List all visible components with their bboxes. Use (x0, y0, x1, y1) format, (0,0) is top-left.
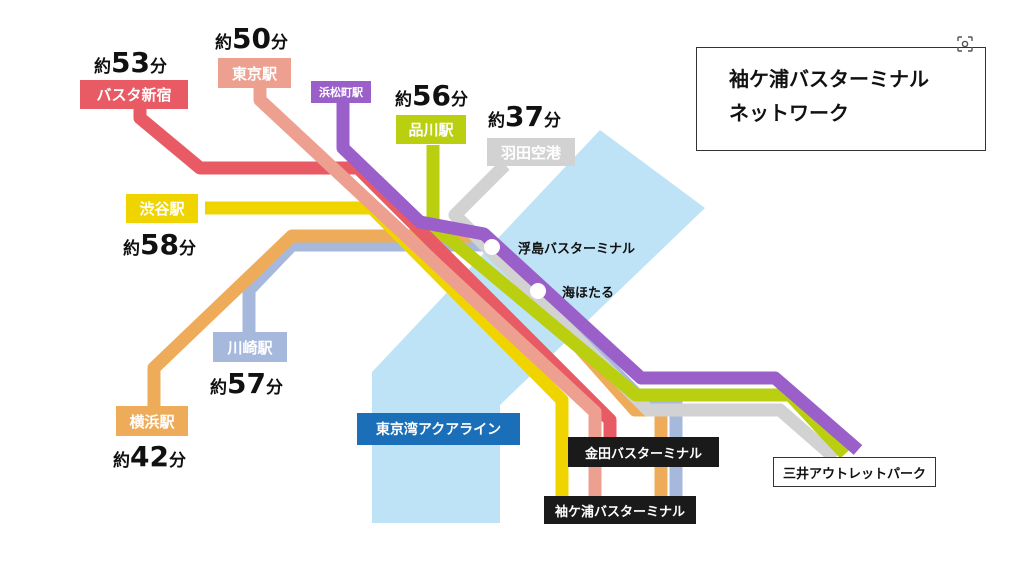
route-line-hamamatsucho (336, 102, 863, 455)
label-shibuya: 渋谷駅 (126, 194, 198, 223)
time-yokohama: 約42分 (113, 440, 186, 473)
terminal-mitsui-outlet: 三井アウトレットパーク (773, 457, 936, 487)
label-tokyo-station: 東京駅 (218, 58, 291, 88)
route-line-shibuya (205, 201, 569, 497)
diagram-title-line-1: 袖ケ浦バスターミナル (729, 67, 929, 91)
label-hamamatsucho: 浜松町駅 (311, 81, 371, 103)
label-aqualine: 東京湾アクアライン (357, 413, 520, 445)
stop-label-umihotaru: 海ほたる (562, 286, 615, 301)
label-kawasaki: 川崎駅 (213, 332, 287, 362)
lens-search-icon (957, 36, 973, 52)
terminal-sodegaura: 袖ケ浦バスターミナル (544, 496, 696, 524)
label-shinagawa: 品川駅 (396, 115, 466, 144)
label-haneda: 羽田空港 (487, 138, 575, 166)
lens-search-button[interactable] (953, 32, 977, 56)
time-shinagawa: 約56分 (395, 79, 468, 112)
time-bus-shinjuku: 約53分 (94, 46, 167, 79)
diagram-title-box: 袖ケ浦バスターミナル ネットワーク (696, 47, 986, 151)
route-line-haneda (448, 160, 840, 463)
stop-marker-ukishima (484, 239, 500, 255)
stop-marker-umihotaru (530, 283, 546, 299)
time-shibuya: 約58分 (123, 228, 196, 261)
time-kawasaki: 約57分 (210, 367, 283, 400)
stop-label-ukishima: 浮島バスターミナル (518, 242, 636, 257)
route-line-bus-shinjuku (133, 105, 617, 445)
terminal-kaneda: 金田バスターミナル (568, 437, 719, 467)
label-bus-shinjuku: バスタ新宿 (80, 80, 188, 109)
time-tokyo-station: 約50分 (215, 22, 288, 55)
diagram-title-line-2: ネットワーク (729, 101, 849, 125)
label-yokohama: 横浜駅 (116, 406, 188, 436)
time-haneda: 約37分 (488, 100, 561, 133)
